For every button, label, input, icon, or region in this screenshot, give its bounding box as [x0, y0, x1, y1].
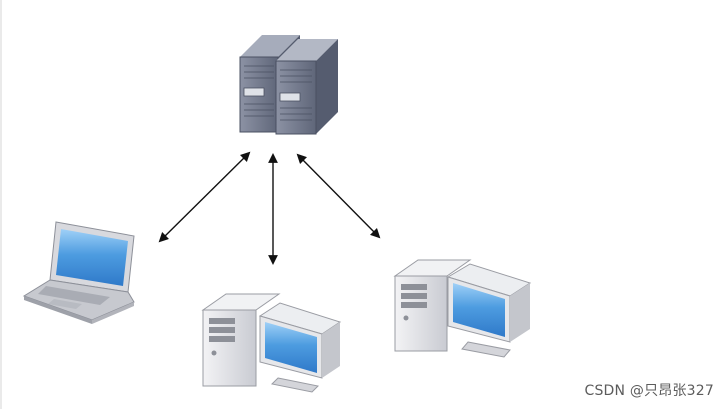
arrow-server-laptop: [158, 151, 251, 243]
arrow-server-desktop-right: [296, 153, 381, 239]
server-icon: [239, 35, 338, 135]
watermark-text: CSDN @只昂张327: [584, 383, 714, 399]
laptop-icon: [22, 221, 135, 324]
desktop-computer-icon: [393, 259, 532, 358]
desktop-computer-icon: [201, 293, 342, 393]
